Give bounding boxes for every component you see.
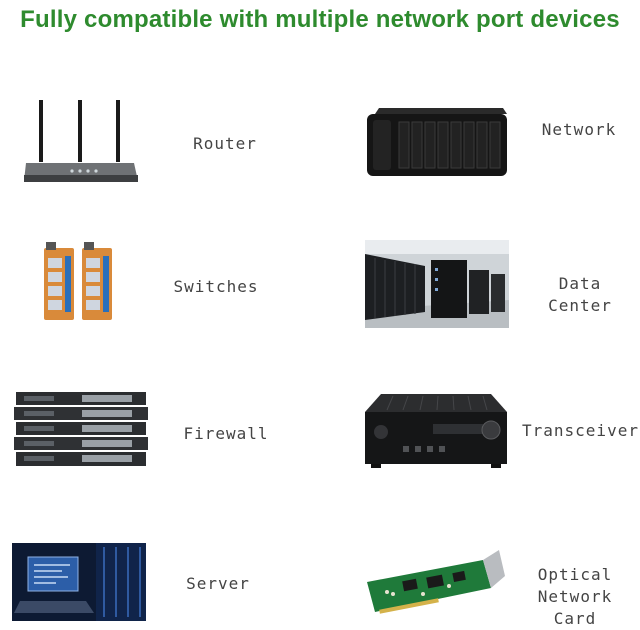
- router-icon: [22, 95, 140, 187]
- audio-receiver-icon: [363, 392, 509, 470]
- device-label-line-1: Optical: [537, 565, 613, 584]
- rack-firewall-icon: [12, 390, 150, 470]
- industrial-switch-icon: [40, 240, 118, 324]
- device-label-server: Server: [186, 574, 250, 593]
- device-label-router: Router: [193, 134, 257, 153]
- network-card-icon: [363, 546, 509, 622]
- device-label-switches: Switches: [173, 277, 259, 296]
- device-label-data-center: Data Center: [548, 274, 612, 315]
- device-label-firewall: Firewall: [183, 424, 269, 443]
- data-center-photo: [365, 240, 509, 328]
- device-label-transceiver: Transceiver: [522, 421, 639, 440]
- page-title: Fully compatible with multiple network p…: [20, 6, 620, 33]
- nas-storage-icon: [365, 104, 509, 182]
- server-room-photo: [12, 543, 146, 621]
- device-label-line-2: Network Card: [537, 587, 613, 628]
- device-label-network: Network: [541, 120, 617, 139]
- device-label-optical-network-card: Optical Network Card: [513, 564, 637, 630]
